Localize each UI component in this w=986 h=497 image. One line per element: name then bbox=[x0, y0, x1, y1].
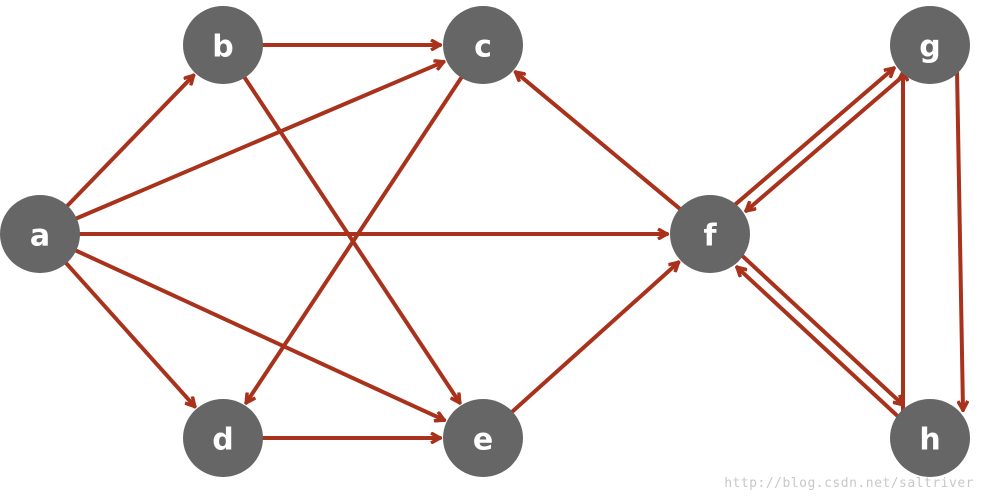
node-e: e bbox=[443, 399, 523, 477]
node-label-a: a bbox=[30, 219, 50, 254]
node-c: c bbox=[443, 6, 523, 84]
edge-g-to-f bbox=[746, 70, 909, 211]
watermark-text: http://blog.csdn.net/saltriver bbox=[724, 476, 974, 491]
node-h: h bbox=[890, 399, 970, 477]
node-circle-a bbox=[0, 195, 80, 273]
edge-f-to-g bbox=[731, 68, 894, 209]
node-label-g: g bbox=[919, 30, 940, 65]
node-b: b bbox=[183, 6, 263, 84]
node-f: f bbox=[670, 195, 750, 273]
edge-g-to-h bbox=[955, 68, 963, 410]
node-g: g bbox=[890, 6, 970, 84]
edge-e-to-f bbox=[507, 262, 678, 417]
edge-a-to-e bbox=[70, 247, 445, 420]
node-layer: a b c d e f g h bbox=[0, 6, 970, 477]
edge-c-to-d bbox=[244, 72, 466, 402]
node-circle-d bbox=[183, 399, 263, 477]
edge-a-to-b bbox=[62, 76, 194, 211]
edge-a-to-d bbox=[61, 258, 195, 406]
edge-f-to-c bbox=[516, 72, 685, 214]
edge-a-to-c bbox=[71, 62, 444, 222]
node-a: a bbox=[0, 195, 80, 273]
edge-b-to-e bbox=[240, 72, 462, 402]
node-label-c: c bbox=[474, 30, 492, 65]
node-label-h: h bbox=[919, 423, 940, 458]
node-circle-g bbox=[890, 6, 970, 84]
edge-f-to-h bbox=[738, 251, 903, 405]
edge-h-to-f bbox=[737, 267, 902, 421]
node-circle-c bbox=[443, 6, 523, 84]
node-circle-f bbox=[670, 195, 750, 273]
edge-layer bbox=[61, 45, 963, 438]
node-label-e: e bbox=[473, 423, 493, 458]
node-label-f: f bbox=[703, 219, 717, 254]
node-circle-b bbox=[183, 6, 263, 84]
node-d: d bbox=[183, 399, 263, 477]
node-circle-e bbox=[443, 399, 523, 477]
node-circle-h bbox=[890, 399, 970, 477]
node-label-d: d bbox=[212, 423, 233, 458]
node-label-b: b bbox=[212, 30, 233, 65]
